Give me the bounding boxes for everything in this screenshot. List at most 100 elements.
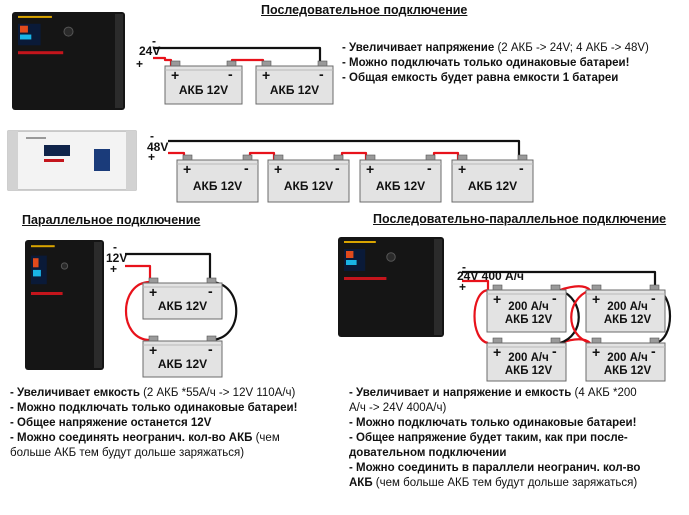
- note-normal-text: (чем: [252, 432, 280, 444]
- note-bold-text: - Можно соединять неогранич. кол-во АКБ: [10, 432, 253, 444]
- battery-label: АКБ 12V: [505, 365, 553, 377]
- battery-label: АКБ 12V: [376, 179, 425, 193]
- note-bold-text: - Можно подключать только одинаковые бат…: [342, 57, 630, 69]
- inverter-button: [386, 252, 396, 262]
- positive-wire: [125, 264, 152, 282]
- negative-wire: [168, 139, 521, 160]
- battery-body: [176, 159, 259, 203]
- note-line: - Увеличивает и напряжение и емкость (4 …: [349, 386, 640, 401]
- battery-minus-sign: -: [427, 160, 432, 176]
- rack-logo-bar: [44, 159, 64, 162]
- battery-minus-sign: -: [335, 160, 340, 176]
- positive-wire: [462, 279, 490, 290]
- rack-ear-left: [8, 131, 18, 190]
- note-normal-text: больше АКБ тем будут дольше заряжаться): [10, 447, 245, 459]
- battery-capacity-label: 200 А/ч: [607, 301, 648, 313]
- battery-body: [359, 159, 442, 203]
- voltage-label: 12V: [106, 251, 127, 265]
- battery-label: АКБ 12V: [468, 179, 517, 193]
- battery: [486, 284, 567, 333]
- inverter-rack: [7, 130, 137, 191]
- output-minus-sign: -: [462, 260, 466, 274]
- battery-label: АКБ 12V: [179, 83, 228, 97]
- note-bold-text: - Общая емкость будет равна емкости 1 ба…: [342, 72, 619, 84]
- note-line: А/ч -> 24V 400А/ч): [349, 401, 640, 416]
- inverter-display-segment: [20, 25, 28, 33]
- battery-capacity-label: 200 А/ч: [508, 301, 549, 313]
- note-bold-text: - Можно подключать только одинаковые бат…: [349, 417, 637, 429]
- battery-plus-sign: +: [183, 161, 191, 177]
- note-bold-text: - Можно подключать только одинаковые бат…: [10, 402, 298, 414]
- inverter-display-segment: [33, 258, 39, 268]
- rack-model-strip: [26, 137, 46, 139]
- battery-capacity-label: 200 А/ч: [607, 352, 648, 364]
- battery-label: АКБ 12V: [284, 179, 333, 193]
- notes-series: - Увеличивает напряжение (2 АКБ -> 24V; …: [342, 41, 649, 86]
- battery-plus-sign: +: [274, 161, 282, 177]
- battery-plus-sign: +: [592, 344, 600, 360]
- battery-label: АКБ 12V: [604, 314, 652, 326]
- battery-capacity-label: 200 А/ч: [508, 352, 549, 364]
- note-line: - Увеличивает напряжение (2 АКБ -> 24V; …: [342, 41, 649, 56]
- inverter-logo-bar: [31, 292, 63, 295]
- battery-body: [255, 65, 334, 105]
- voltage-label: 48V: [147, 140, 168, 154]
- note-normal-text: (2 АКБ -> 24V; 4 АКБ -> 48V): [494, 42, 649, 54]
- output-plus-sign: +: [110, 262, 117, 276]
- battery-minus-sign: -: [519, 160, 524, 176]
- battery: [486, 337, 567, 382]
- battery: [267, 154, 350, 203]
- devices-layer: [7, 12, 666, 382]
- battery-plus-sign: +: [149, 284, 157, 300]
- battery-minus-sign: -: [651, 343, 656, 359]
- rack-label-panel: [94, 149, 110, 171]
- title-series-parallel: Последовательно-параллельное подключение: [373, 212, 667, 226]
- note-bold-text: - Увеличивает емкость: [10, 387, 140, 399]
- inverter-tower: [25, 240, 104, 370]
- note-line: - Можно соединить в параллели неогранич.…: [349, 461, 640, 476]
- inverter-logo-bar: [344, 277, 387, 280]
- negative-wire: [125, 252, 212, 282]
- output-plus-sign: +: [459, 280, 466, 294]
- inverter-display-segment: [346, 251, 354, 258]
- battery-body: [267, 159, 350, 203]
- battery: [142, 277, 223, 320]
- note-bold-text: - Увеличивает и напряжение и емкость: [349, 387, 572, 399]
- inverter-model-strip: [344, 241, 376, 243]
- battery-minus-sign: -: [244, 160, 249, 176]
- note-line: - Увеличивает емкость (2 АКБ *55А/ч -> 1…: [10, 386, 297, 401]
- cross-link-negative: [559, 288, 580, 345]
- note-bold-text: - Можно соединить в параллели неогранич.…: [349, 462, 641, 474]
- rack-ear-right: [126, 131, 136, 190]
- note-normal-text: А/ч -> 24V 400А/ч): [349, 402, 447, 414]
- battery-minus-sign: -: [552, 290, 557, 306]
- battery-body: [486, 342, 567, 382]
- title-series: Последовательное подключение: [261, 3, 468, 17]
- note-line: довательном подключении: [349, 446, 640, 461]
- battery: [176, 154, 259, 203]
- parallel-positive-link: [473, 288, 489, 345]
- inverter-button: [60, 262, 69, 270]
- battery-plus-sign: +: [458, 161, 466, 177]
- battery-plus-sign: +: [149, 342, 157, 358]
- note-bold-text: довательном подключении: [349, 447, 507, 459]
- battery-plus-sign: +: [493, 344, 501, 360]
- notes-parallel: - Увеличивает емкость (2 АКБ *55А/ч -> 1…: [10, 386, 297, 461]
- voltage-label: 24V 400 А/ч: [457, 269, 524, 283]
- battery-minus-sign: -: [208, 341, 213, 357]
- note-line: - Можно подключать только одинаковые бат…: [349, 416, 640, 431]
- note-bold-text: - Общее напряжение останется 12V: [10, 417, 212, 429]
- battery: [585, 284, 666, 333]
- series-link-top: [559, 285, 591, 292]
- battery: [585, 337, 666, 382]
- battery: [359, 154, 442, 203]
- rack-body: [7, 130, 137, 191]
- rack-display: [44, 145, 70, 156]
- note-bold-text: АКБ: [349, 477, 373, 489]
- battery: [142, 335, 223, 378]
- link-wire: [340, 151, 368, 160]
- inverter-model-strip: [18, 15, 52, 18]
- battery-minus-sign: -: [228, 66, 233, 82]
- inverter-display-segment: [346, 260, 357, 265]
